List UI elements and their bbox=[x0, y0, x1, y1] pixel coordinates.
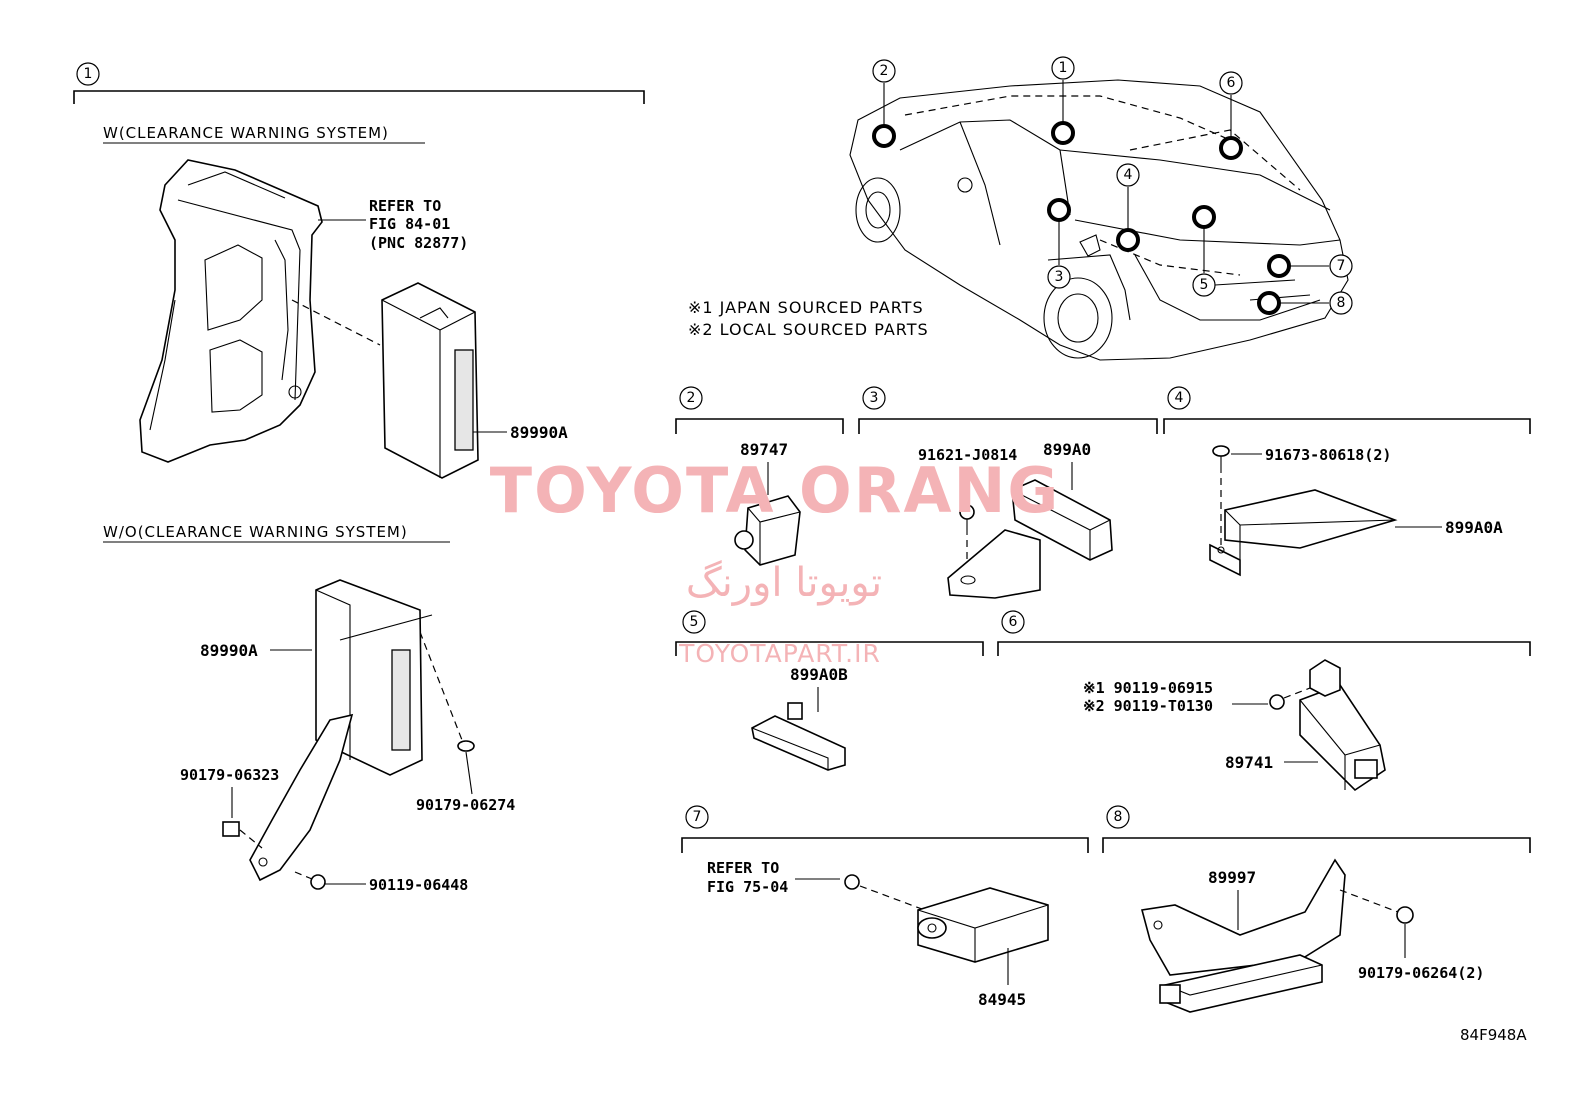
section-4-header: 4 bbox=[1163, 386, 1531, 434]
section-3-header: 3 bbox=[858, 386, 1158, 434]
section-1-header: 1 bbox=[73, 62, 645, 104]
clip-90179-06274 bbox=[457, 740, 475, 752]
note-local-sourced: ※2 LOCAL SOURCED PARTS bbox=[688, 320, 929, 339]
section-8-number: 8 bbox=[1114, 809, 1123, 825]
section-6-number: 6 bbox=[1009, 614, 1018, 630]
ecu-89990a-wo bbox=[249, 579, 433, 882]
part-89990a-wo-label: 89990A bbox=[200, 641, 258, 660]
callout-6: 6 bbox=[1219, 71, 1243, 160]
refer-line-1: REFER TO bbox=[369, 197, 441, 215]
sensor-899a0 bbox=[947, 479, 1113, 599]
bolt-90179-06264-label: 90179-06264(2) bbox=[1358, 964, 1484, 982]
part-89997-label: 89997 bbox=[1208, 868, 1256, 887]
callout-1-number: 1 bbox=[1059, 60, 1068, 76]
section-4-number: 4 bbox=[1175, 390, 1184, 406]
section-6-header: 6 bbox=[997, 610, 1531, 656]
part-89747-label: 89747 bbox=[740, 440, 788, 459]
bolt-90179-06274-label: 90179-06274 bbox=[416, 796, 515, 814]
section-5-number: 5 bbox=[690, 614, 699, 630]
part-899a0a-label: 899A0A bbox=[1445, 518, 1503, 537]
section-7-number: 7 bbox=[693, 809, 702, 825]
bolt-91621-j0814 bbox=[959, 504, 975, 535]
section-1-number: 1 bbox=[84, 66, 93, 82]
module-89741 bbox=[1299, 659, 1386, 792]
bolt-90119-06448 bbox=[310, 874, 326, 890]
callout-4: 4 bbox=[1116, 163, 1140, 252]
callout-3-number: 3 bbox=[1055, 269, 1064, 285]
section-7-header: 7 bbox=[681, 805, 1089, 853]
ecu-89990a-w bbox=[381, 282, 479, 479]
section-5-header: 5 bbox=[675, 610, 984, 656]
refer-75-04-line-1: REFER TO bbox=[707, 859, 779, 877]
bolt-90119-t0130-label: ※2 90119-T0130 bbox=[1083, 697, 1213, 715]
section-8-header: 8 bbox=[1102, 805, 1531, 853]
refer-75-04-line-2: FIG 75-04 bbox=[707, 878, 788, 896]
bolt-90119-06448-label: 90119-06448 bbox=[369, 876, 468, 894]
part-899a0-label: 899A0 bbox=[1043, 440, 1091, 459]
callout-5-number: 5 bbox=[1200, 277, 1209, 293]
wo-clearance-caption: W/O(CLEARANCE WARNING SYSTEM) bbox=[103, 523, 408, 541]
callout-6-number: 6 bbox=[1227, 75, 1236, 91]
section-2-header: 2 bbox=[675, 386, 844, 434]
bolt-91673-80618-label: 91673-80618(2) bbox=[1265, 446, 1391, 464]
sensor-899a0b bbox=[751, 702, 846, 771]
sensor-89997 bbox=[1140, 858, 1346, 1013]
sensor-84945 bbox=[917, 887, 1049, 963]
clip-90179-06264 bbox=[1396, 906, 1414, 924]
figure-code: 84F948A bbox=[1460, 1026, 1527, 1044]
refer-line-3: (PNC 82877) bbox=[369, 234, 468, 252]
clip-84945 bbox=[844, 874, 860, 890]
part-84945-label: 84945 bbox=[978, 990, 1026, 1009]
callout-7-number: 7 bbox=[1337, 258, 1346, 274]
part-89990a-w-label: 89990A bbox=[510, 423, 568, 442]
callout-3: 3 bbox=[1047, 198, 1071, 289]
callout-1: 1 bbox=[1051, 56, 1075, 145]
w-clearance-caption: W(CLEARANCE WARNING SYSTEM) bbox=[103, 124, 389, 142]
sensor-899a0a bbox=[1209, 489, 1398, 577]
nut-90179-06323 bbox=[222, 821, 240, 837]
callout-5: 5 bbox=[1192, 205, 1216, 297]
vehicle-overview bbox=[849, 79, 1349, 361]
callout-8: 8 bbox=[1257, 291, 1353, 315]
callout-7: 7 bbox=[1267, 254, 1353, 278]
refer-line-2: FIG 84-01 bbox=[369, 215, 450, 233]
part-89741-label: 89741 bbox=[1225, 753, 1273, 772]
callout-4-number: 4 bbox=[1124, 167, 1133, 183]
watermark-site: TOYOTAPART.IR bbox=[678, 639, 881, 668]
bolt-90119-06915-label: ※1 90119-06915 bbox=[1083, 679, 1213, 697]
bolt-91621-j0814-label: 91621-J0814 bbox=[918, 446, 1017, 464]
note-japan-sourced: ※1 JAPAN SOURCED PARTS bbox=[688, 298, 924, 317]
callout-8-number: 8 bbox=[1337, 295, 1346, 311]
section-3-number: 3 bbox=[870, 390, 879, 406]
callout-2-number: 2 bbox=[880, 63, 889, 79]
watermark-persian: تویوتا اورنگ bbox=[686, 560, 882, 606]
mounting-frame-bracket bbox=[139, 159, 323, 463]
section-2-number: 2 bbox=[687, 390, 696, 406]
sensor-89747 bbox=[734, 495, 801, 566]
bolt-91673-80618 bbox=[1212, 445, 1230, 473]
bolt-90119-06915 bbox=[1269, 694, 1285, 710]
callout-2: 2 bbox=[872, 59, 896, 148]
part-899a0b-label: 899A0B bbox=[790, 665, 848, 684]
bolt-90179-06323-label: 90179-06323 bbox=[180, 766, 279, 784]
watermark-brand: TOYOTA ORANG bbox=[490, 454, 1060, 527]
